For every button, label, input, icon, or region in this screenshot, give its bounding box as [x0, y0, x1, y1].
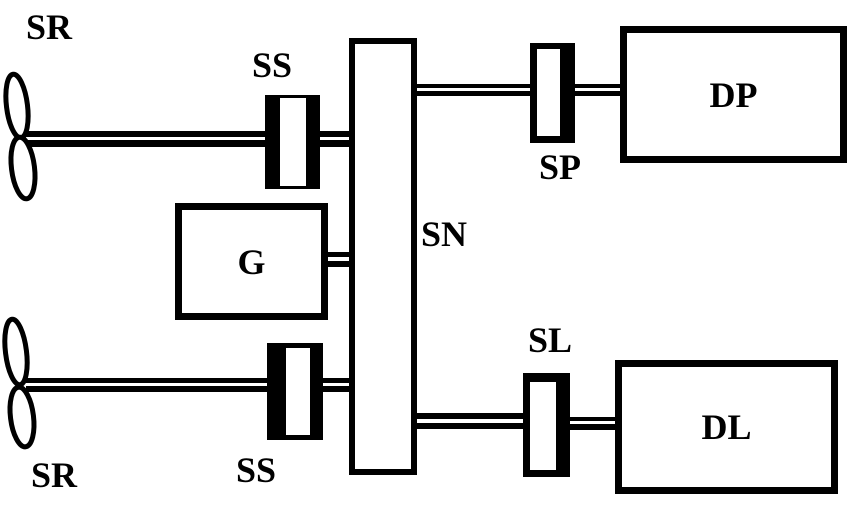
dp-label: DP [709, 74, 758, 115]
coupling-slot [530, 382, 556, 470]
g-label: G [237, 241, 266, 282]
coupling-sl [523, 373, 570, 477]
shaft-g-sn [323, 252, 355, 267]
sr-top-label: SR [26, 7, 73, 47]
generator-g-box: G [175, 203, 328, 320]
shaft-sn-sl [412, 413, 528, 429]
shaft-sp-dp [570, 84, 625, 96]
shaft-sl-dl [565, 417, 620, 430]
propeller-bottom-icon [2, 316, 37, 450]
sp-label: SP [539, 147, 582, 187]
shaft-sn-sp [412, 84, 535, 96]
engine-dl-box: DL [615, 360, 838, 494]
ss-bottom-label: SS [236, 450, 277, 490]
dl-label: DL [701, 407, 752, 447]
gearbox-sn-box [349, 38, 417, 475]
shaft-propeller-ss-bottom [26, 378, 272, 392]
coupling-slot [286, 348, 310, 435]
propeller-top-icon [3, 71, 38, 202]
coupling-slot [280, 98, 306, 186]
shaft-ss-sn-bottom [318, 378, 355, 392]
coupling-sp [530, 43, 575, 143]
engine-dp-box: DP [620, 26, 847, 163]
coupling-ss-bottom [267, 343, 323, 440]
shaft-ss-sn-top [315, 131, 355, 147]
coupling-ss-top [265, 95, 320, 189]
coupling-slot [537, 49, 560, 136]
shaft-propeller-ss-top [22, 131, 270, 147]
sl-label: SL [528, 320, 573, 360]
ss-top-label: SS [252, 45, 293, 85]
sr-bottom-label: SR [31, 455, 78, 495]
sn-label: SN [421, 214, 468, 254]
